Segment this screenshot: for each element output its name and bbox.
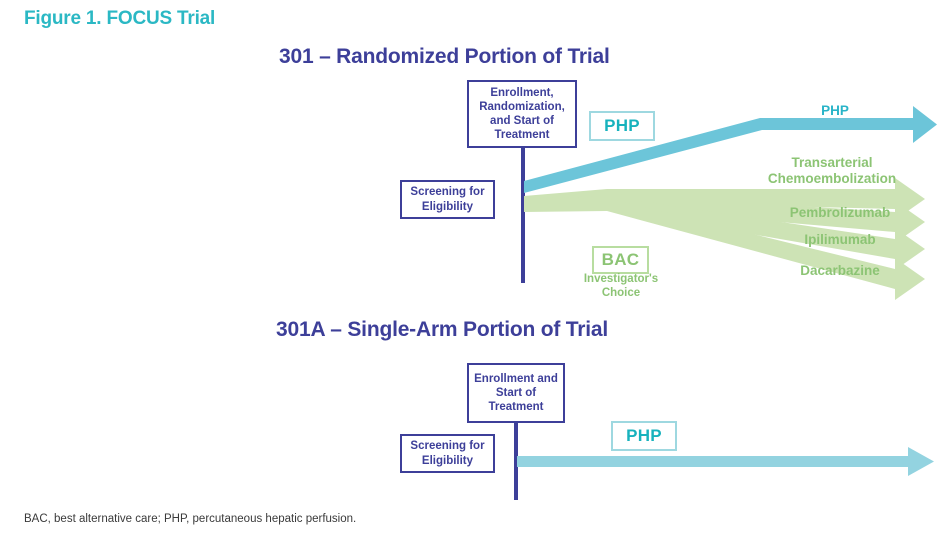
bac-investigators-choice-label: Investigator's Choice	[583, 273, 659, 299]
bac-tag-301: BAC	[592, 246, 649, 274]
arm-label-transarterial-chemoembolization: Transarterial Chemoembolization	[767, 155, 897, 186]
section-heading-randomized: 301 – Randomized Portion of Trial	[279, 45, 610, 68]
figure-footnote: BAC, best alternative care; PHP, percuta…	[24, 513, 357, 525]
enrollment-treatment-box-301a: Enrollment and Start of Treatment	[467, 363, 565, 423]
screening-eligibility-box-301a: Screening for Eligibility	[400, 434, 495, 473]
arm-label-dacarbazine: Dacarbazine	[800, 263, 880, 278]
arm-arrow-php-301a	[517, 447, 934, 476]
php-tag-301: PHP	[589, 111, 655, 141]
arm-label-php: PHP	[821, 103, 849, 118]
screening-eligibility-box-301: Screening for Eligibility	[400, 180, 495, 219]
arm-label-ipilimumab: Ipilimumab	[804, 232, 876, 247]
section-heading-single-arm: 301A – Single-Arm Portion of Trial	[276, 318, 608, 341]
php-tag-301a: PHP	[611, 421, 677, 451]
enrollment-randomization-box: Enrollment, Randomization, and Start of …	[467, 80, 577, 148]
figure-title: Figure 1. FOCUS Trial	[24, 8, 216, 29]
arm-label-pembrolizumab: Pembrolizumab	[789, 205, 891, 220]
